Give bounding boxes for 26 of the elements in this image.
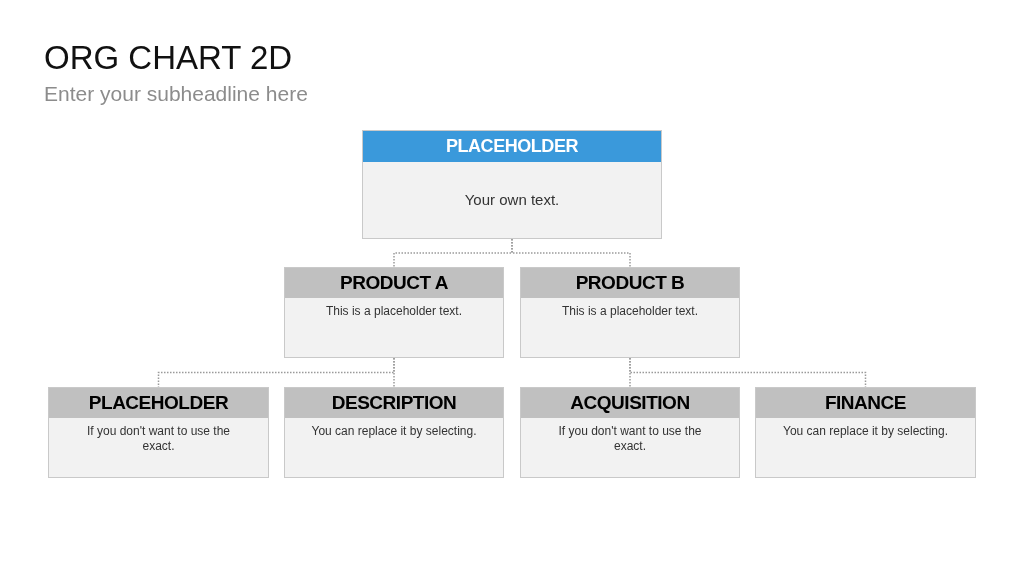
card-text: If you don't want to use the exact.: [85, 424, 232, 454]
connector-line: [511, 238, 631, 268]
card-title: PRODUCT A: [285, 268, 503, 298]
connector-line: [393, 357, 395, 388]
title: ORG CHART 2D: [44, 38, 293, 78]
org-card: [48, 387, 269, 478]
card-text: This is a placeholder text.: [325, 304, 463, 319]
card-title: FINANCE: [756, 388, 975, 418]
card-title: PLACEHOLDER: [49, 388, 268, 418]
card-text: This is a placeholder text.: [561, 304, 699, 319]
card-title: DESCRIPTION: [285, 388, 503, 418]
org-card: [520, 267, 740, 358]
org-card: [520, 387, 740, 478]
card-title: ACQUISITION: [521, 388, 739, 418]
card-text: Your own text.: [464, 190, 560, 210]
org-card: [362, 130, 662, 239]
subtitle: Enter your subheadline here: [44, 81, 308, 107]
org-card: [284, 267, 504, 358]
card-title: PLACEHOLDER: [363, 131, 661, 162]
org-card: [755, 387, 976, 478]
card-text: You can replace it by selecting.: [311, 424, 477, 439]
org-card: [284, 387, 504, 478]
card-title: PRODUCT B: [521, 268, 739, 298]
connector-line: [629, 357, 867, 388]
card-text: If you don't want to use the exact.: [557, 424, 703, 454]
card-text: You can replace it by selecting.: [783, 424, 948, 439]
